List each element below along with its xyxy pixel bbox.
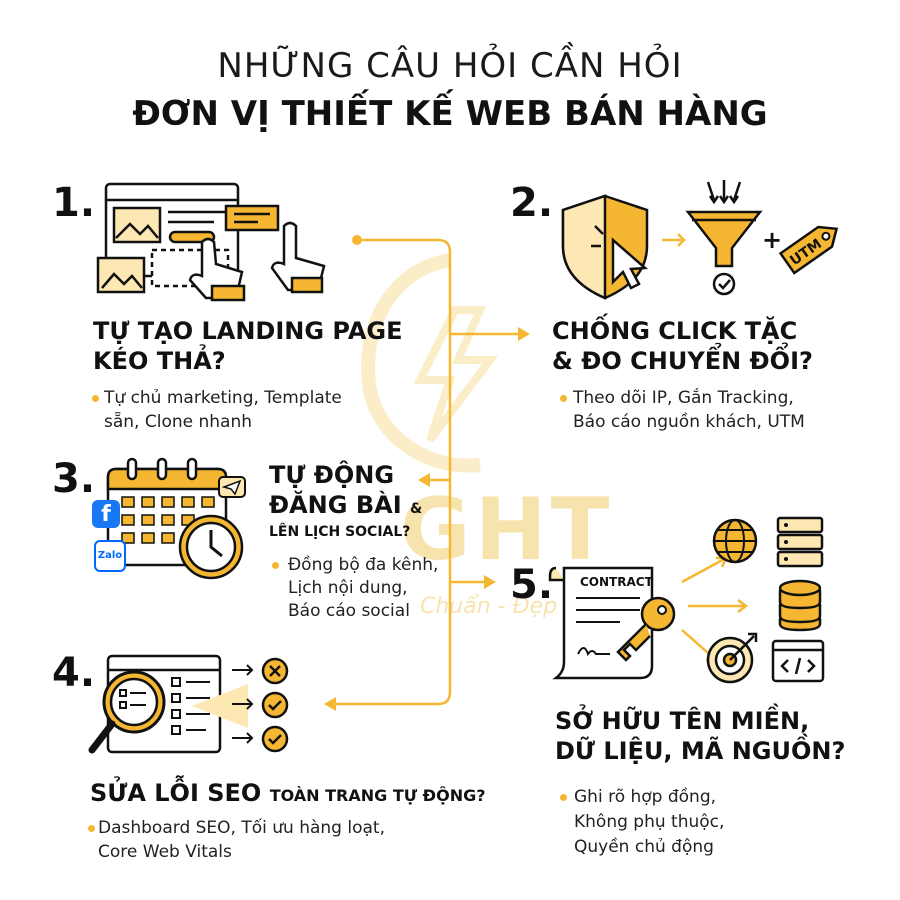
section-3-heading-line1: TỰ ĐỘNG [269, 461, 395, 489]
contract-key-icon: CONTRACT [548, 566, 676, 680]
watermark-logo: GHT [400, 480, 614, 580]
section-1-heading-line2: KÉO THẢ? [93, 347, 226, 375]
section-5-heading-line1: SỞ HỮU TÊN MIỀN, [555, 707, 810, 735]
zalo-icon: Zalo [94, 540, 126, 572]
section-2-desc-line2: Báo cáo nguồn khách, UTM [573, 412, 805, 432]
zalo-label: Zalo [97, 550, 123, 561]
magnifier-checklist-icon [88, 654, 248, 754]
server-icon [776, 516, 824, 568]
shield-cursor-icon [561, 194, 649, 300]
section-4-number: 4. [52, 650, 96, 696]
database-icon [778, 579, 822, 632]
send-icon [218, 476, 246, 498]
section-5-desc-line1: Ghi rõ hợp đồng, [574, 787, 717, 807]
section-1-bullet [92, 395, 99, 402]
section-2-heading-line1: CHỐNG CLICK TẶC [552, 317, 798, 345]
section-4-bullet [88, 825, 95, 832]
section-5-number: 5. [510, 562, 554, 608]
section-5-bullet [560, 794, 567, 801]
section-4-heading-main: SỬA LỖI SEO [90, 779, 262, 807]
section-3-bullet [272, 562, 279, 569]
section-2-heading-line2: & ĐO CHUYỂN ĐỔI? [552, 347, 813, 375]
section-4-desc-line2: Core Web Vitals [98, 842, 232, 862]
section-1-heading-line1: TỰ TẠO LANDING PAGE [93, 317, 403, 345]
error-circle-icon [261, 657, 289, 685]
section-5-heading-line2: DỮ LIỆU, MÃ NGUỒN? [555, 737, 846, 765]
watermark-tagline: Chuẩn - Đẹp [420, 594, 558, 619]
seo-result-arrows [232, 664, 254, 744]
section-4-heading-small: TOÀN TRANG TỰ ĐỘNG? [269, 786, 486, 805]
plus-sign: + [762, 226, 783, 254]
section-2-number: 2. [510, 180, 554, 226]
section-5-desc-line2: Không phụ thuộc, [574, 812, 725, 832]
globe-icon [712, 518, 758, 564]
section-3-desc-line3: Báo cáo social [288, 601, 410, 621]
section-2-desc-line1: Theo dõi IP, Gắn Tracking, [573, 388, 794, 408]
section-1-desc-line2: sẵn, Clone nhanh [104, 412, 253, 432]
target-icon [706, 632, 758, 684]
section-3-desc-line2: Lịch nội dung, [288, 578, 408, 598]
drag-drop-browser-icon [96, 182, 326, 302]
utm-tag-icon: UTM [778, 225, 839, 275]
facebook-icon: f [92, 500, 120, 528]
code-window-icon [771, 639, 825, 683]
section-1-desc-line1: Tự chủ marketing, Template [104, 388, 342, 408]
section-4-heading: SỬA LỖI SEO TOÀN TRANG TỰ ĐỘNG? [90, 778, 486, 811]
watermark-bolt-icon [361, 253, 498, 473]
section-3-desc-line1: Đồng bộ đa kênh, [288, 555, 439, 575]
funnel-icon [685, 180, 763, 296]
section-3-heading-amp: & [409, 501, 423, 517]
section-1-number: 1. [52, 180, 96, 226]
page-title-line2: ĐƠN VỊ THIẾT KẾ WEB BÁN HÀNG [132, 94, 768, 134]
contract-label: CONTRACT [580, 575, 654, 589]
section-5-desc-line3: Quyền chủ động [574, 837, 714, 857]
section-3-number: 3. [52, 456, 96, 502]
check-circle-icon [261, 691, 289, 719]
section-3-heading-line2: ĐĂNG BÀI & [269, 490, 422, 524]
section-3-heading-line2-text: ĐĂNG BÀI [269, 491, 402, 519]
section-2-bullet [560, 395, 567, 402]
section-3-heading-line3: LÊN LỊCH SOCIAL? [269, 524, 411, 540]
page-title-line1: NHỮNG CÂU HỎI CẦN HỎI [217, 46, 683, 86]
arrow-right-icon [662, 233, 686, 247]
section-4-desc-line1: Dashboard SEO, Tối ưu hàng loạt, [98, 818, 385, 838]
clock-icon [178, 514, 244, 580]
check-circle-icon [261, 725, 289, 753]
